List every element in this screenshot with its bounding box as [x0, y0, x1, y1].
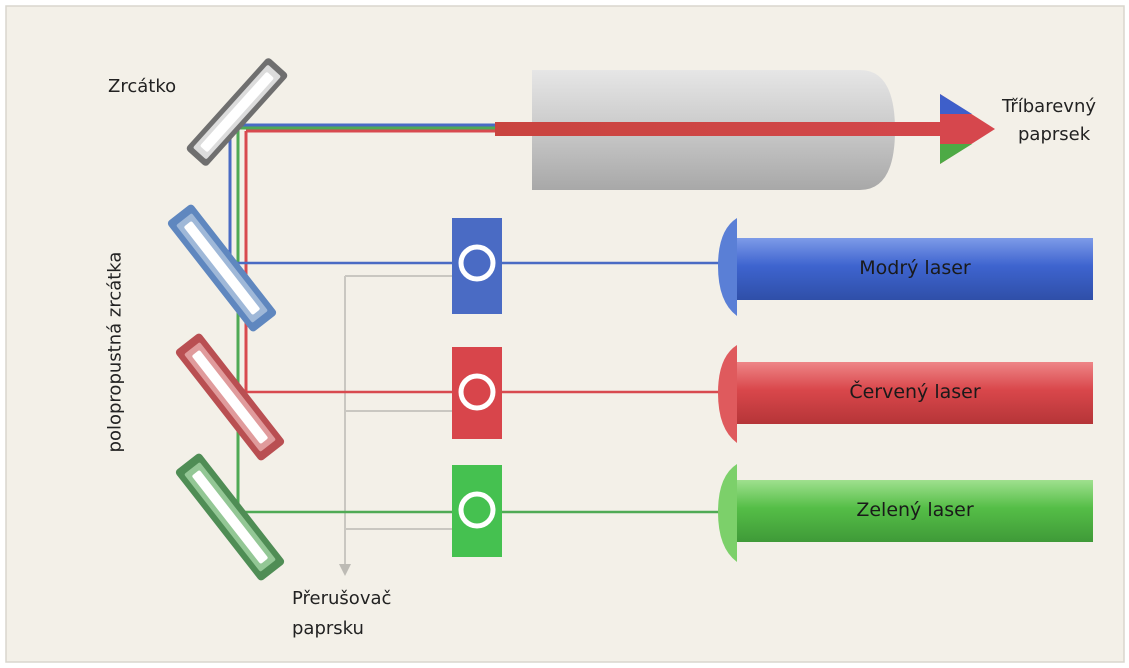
chopper-blue	[452, 218, 502, 314]
laser-label-red: Červený laser	[849, 381, 981, 403]
laser-head-red	[718, 345, 737, 443]
mirror-green	[175, 453, 285, 581]
laser-label-green: Zelený laser	[856, 499, 974, 521]
vertical-beams	[228, 125, 248, 512]
label-chopper-1: Přerušovač	[292, 588, 392, 609]
label-mirror: Zrcátko	[108, 76, 177, 97]
label-output-beam-2: paprsek	[1018, 124, 1091, 145]
laser-body-blue	[737, 238, 1093, 300]
output-arrow-blue	[940, 94, 972, 114]
mirror-blue	[167, 204, 277, 332]
mirror-red	[175, 333, 285, 461]
label-semi-mirrors: polopropustná zrcátka	[104, 251, 126, 453]
mirror-top	[186, 58, 288, 166]
label-chopper-2: paprsku	[292, 618, 364, 639]
laser-head-blue	[718, 218, 737, 316]
laser-body-red	[737, 362, 1093, 424]
label-output-beam-1: Tříbarevný	[1002, 96, 1096, 117]
top-beams	[230, 123, 500, 133]
laser-head-green	[718, 464, 737, 562]
chopper-arrow	[339, 564, 351, 576]
output-arrow-green	[940, 144, 972, 164]
chopper-green	[452, 465, 502, 557]
laser-body-green	[737, 480, 1093, 542]
chopper-red	[452, 347, 502, 439]
chopper-lines	[344, 275, 455, 568]
output-beam	[495, 122, 945, 136]
laser-label-blue: Modrý laser	[859, 257, 971, 279]
